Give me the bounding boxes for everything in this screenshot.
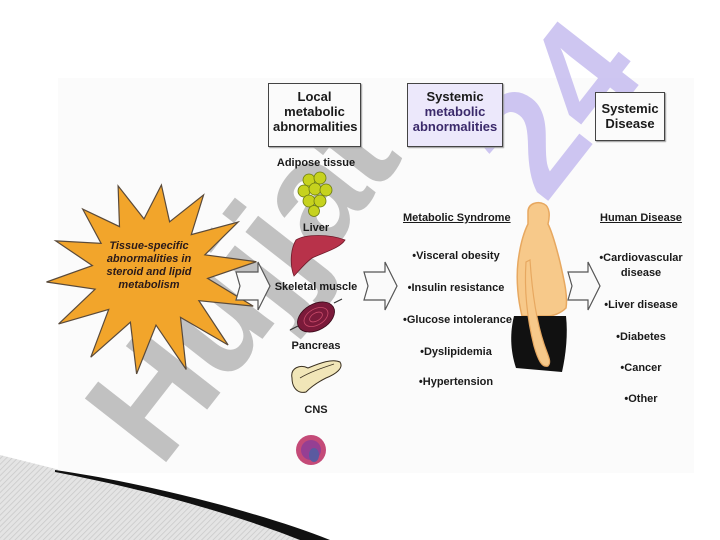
starburst-label: Tissue-specific abnormalities in steroid… <box>106 240 192 291</box>
header-systemic-line2: metabolic <box>424 104 486 119</box>
header-systemic-metabolic-abnormalities: Systemic metabolic abnormalities <box>407 83 503 147</box>
organ-label-adipose: Adipose tissue <box>276 157 356 169</box>
arrow-star-to-local <box>235 261 271 311</box>
organ-label-cns: CNS <box>304 404 328 416</box>
metabolic-syndrome-title: Metabolic Syndrome <box>403 212 511 224</box>
header-systemic-disease: Systemic Disease <box>595 92 665 141</box>
arrow-local-to-systemic <box>363 261 398 311</box>
metabolic-item-visceral-obesity: •Visceral obesity <box>412 250 500 262</box>
header-disease-line1: Systemic <box>601 101 659 116</box>
disease-item-cardiovascular-cont: disease <box>620 267 662 279</box>
obese-human-silhouette-icon <box>511 201 568 372</box>
arrow-systemic-to-disease <box>567 261 601 311</box>
disease-item-liver-disease: •Liver disease <box>604 299 678 311</box>
header-disease-line2: Disease <box>605 116 655 131</box>
disease-item-diabetes: •Diabetes <box>616 331 666 343</box>
human-disease-title: Human Disease <box>600 212 682 224</box>
liver-icon <box>290 235 346 277</box>
header-systemic-line1: Systemic <box>426 89 484 104</box>
disease-item-other: •Other <box>624 393 658 405</box>
metabolic-item-glucose-intolerance: •Glucose intolerance <box>403 314 512 326</box>
header-local-line3: abnormalities <box>273 119 358 134</box>
brain-icon <box>296 435 326 465</box>
header-local-line1: Local <box>297 89 332 104</box>
metabolic-item-hypertension: •Hypertension <box>418 376 494 388</box>
organ-label-skeletal-muscle: Skeletal muscle <box>274 281 358 293</box>
header-local-metabolic-abnormalities: Local metabolic abnormalities <box>268 83 361 147</box>
pancreas-icon <box>291 360 342 393</box>
organ-label-pancreas: Pancreas <box>291 340 341 352</box>
disease-item-cancer: •Cancer <box>620 362 662 374</box>
organ-label-liver: Liver <box>302 222 330 234</box>
disease-item-cardiovascular: •Cardiovascular <box>599 252 683 264</box>
header-systemic-line3: abnormalities <box>412 119 498 134</box>
metabolic-item-dyslipidemia: •Dyslipidemia <box>420 346 492 358</box>
adipose-cells-icon <box>297 171 333 217</box>
starburst-icon <box>46 183 257 375</box>
header-local-line2: metabolic <box>284 104 345 119</box>
muscle-icon <box>289 298 343 333</box>
metabolic-item-insulin-resistance: •Insulin resistance <box>407 282 505 294</box>
